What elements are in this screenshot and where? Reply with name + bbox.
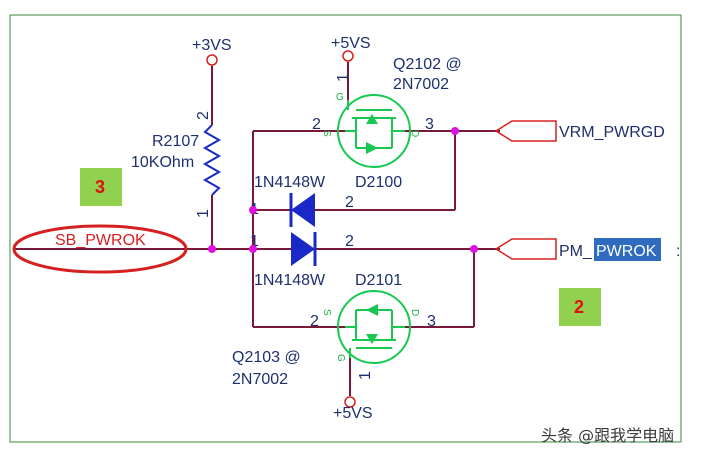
svg-text:3: 3: [95, 177, 105, 197]
diode-top-part: 1N4148W: [254, 174, 326, 191]
svg-text:2: 2: [574, 297, 584, 317]
diode-bottom-part: 1N4148W: [254, 272, 326, 289]
power-5vs-top-symbol: +5VS: [331, 35, 371, 62]
annotation-ellipse: [12, 224, 188, 274]
mosfet-q2102: 1 2 3 G S D Q2102 @ 2N7002: [312, 56, 462, 168]
resistor-ref: R2107: [152, 133, 199, 150]
wires: [15, 62, 500, 396]
q2102-ref: Q2102 @: [393, 56, 462, 73]
q2102-part: 2N7002: [393, 76, 449, 93]
junctions: [208, 127, 478, 253]
frame-border: [9, 14, 682, 443]
watermark-text: 头条 @跟我学电脑: [541, 426, 674, 445]
diode-d2100: 1 2 1N4148W D2100: [250, 174, 402, 227]
q2103-d-letter: D: [409, 309, 420, 316]
q2102-pin-source: 2: [312, 116, 321, 133]
diode-top-ref: D2100: [355, 174, 402, 191]
q2102-g-letter: G: [336, 92, 344, 103]
q2103-pin-drain: 3: [427, 313, 436, 330]
q2103-pin-gate: 1: [357, 371, 374, 380]
resistor-r2107: 2 1 R2107 10KOhm: [131, 111, 222, 218]
q2102-pin-gate: 1: [335, 73, 352, 82]
selection-highlight: [594, 238, 661, 261]
power-5vs-bottom-label: +5VS: [333, 405, 373, 422]
power-5vs-top-label: +5VS: [331, 35, 371, 52]
diode-bottom-pin-left: 1: [250, 233, 259, 250]
badge-3: 3: [80, 168, 122, 206]
q2103-pin-source: 2: [310, 313, 319, 330]
diode-bottom-ref: D2101: [355, 272, 402, 289]
net-pm-highlight: PWROK: [596, 243, 657, 260]
q2103-part: 2N7002: [232, 371, 288, 388]
diode-d2101: 1 2 1N4148W D2101: [250, 232, 402, 289]
power-3vs-label: +3VS: [192, 37, 232, 54]
power-3vs-symbol: +3VS: [192, 37, 232, 66]
net-pm-trailing-mark: :: [676, 243, 680, 260]
net-sb-pwrok-label: SB_PWROK: [55, 232, 146, 249]
q2102-pin-drain: 3: [425, 116, 434, 133]
mosfet-q2103: 1 2 3 G S D Q2103 @ 2N7002: [232, 290, 436, 388]
resistor-pin-bottom: 1: [195, 209, 212, 218]
q2103-ref: Q2103 @: [232, 349, 301, 366]
diode-top-pin-right: 2: [345, 194, 354, 211]
q2102-s-letter: S: [321, 130, 332, 137]
diode-bottom-pin-right: 2: [345, 233, 354, 250]
net-vrm-label: VRM_PWRGD: [559, 124, 665, 141]
q2102-d-letter: D: [409, 130, 420, 137]
net-flag-vrm-pwrgd: VRM_PWRGD: [494, 120, 665, 142]
q2103-g-letter: G: [335, 354, 346, 362]
power-5vs-bottom-symbol: +5VS: [333, 396, 373, 422]
net-flag-pm-pwrok: PM_ PWROK :: [494, 238, 680, 261]
badge-2: 2: [559, 288, 601, 326]
net-pm-prefix: PM_: [559, 243, 593, 260]
resistor-pin-top: 2: [195, 111, 212, 120]
resistor-value: 10KOhm: [131, 154, 194, 171]
q2103-s-letter: S: [321, 309, 332, 316]
